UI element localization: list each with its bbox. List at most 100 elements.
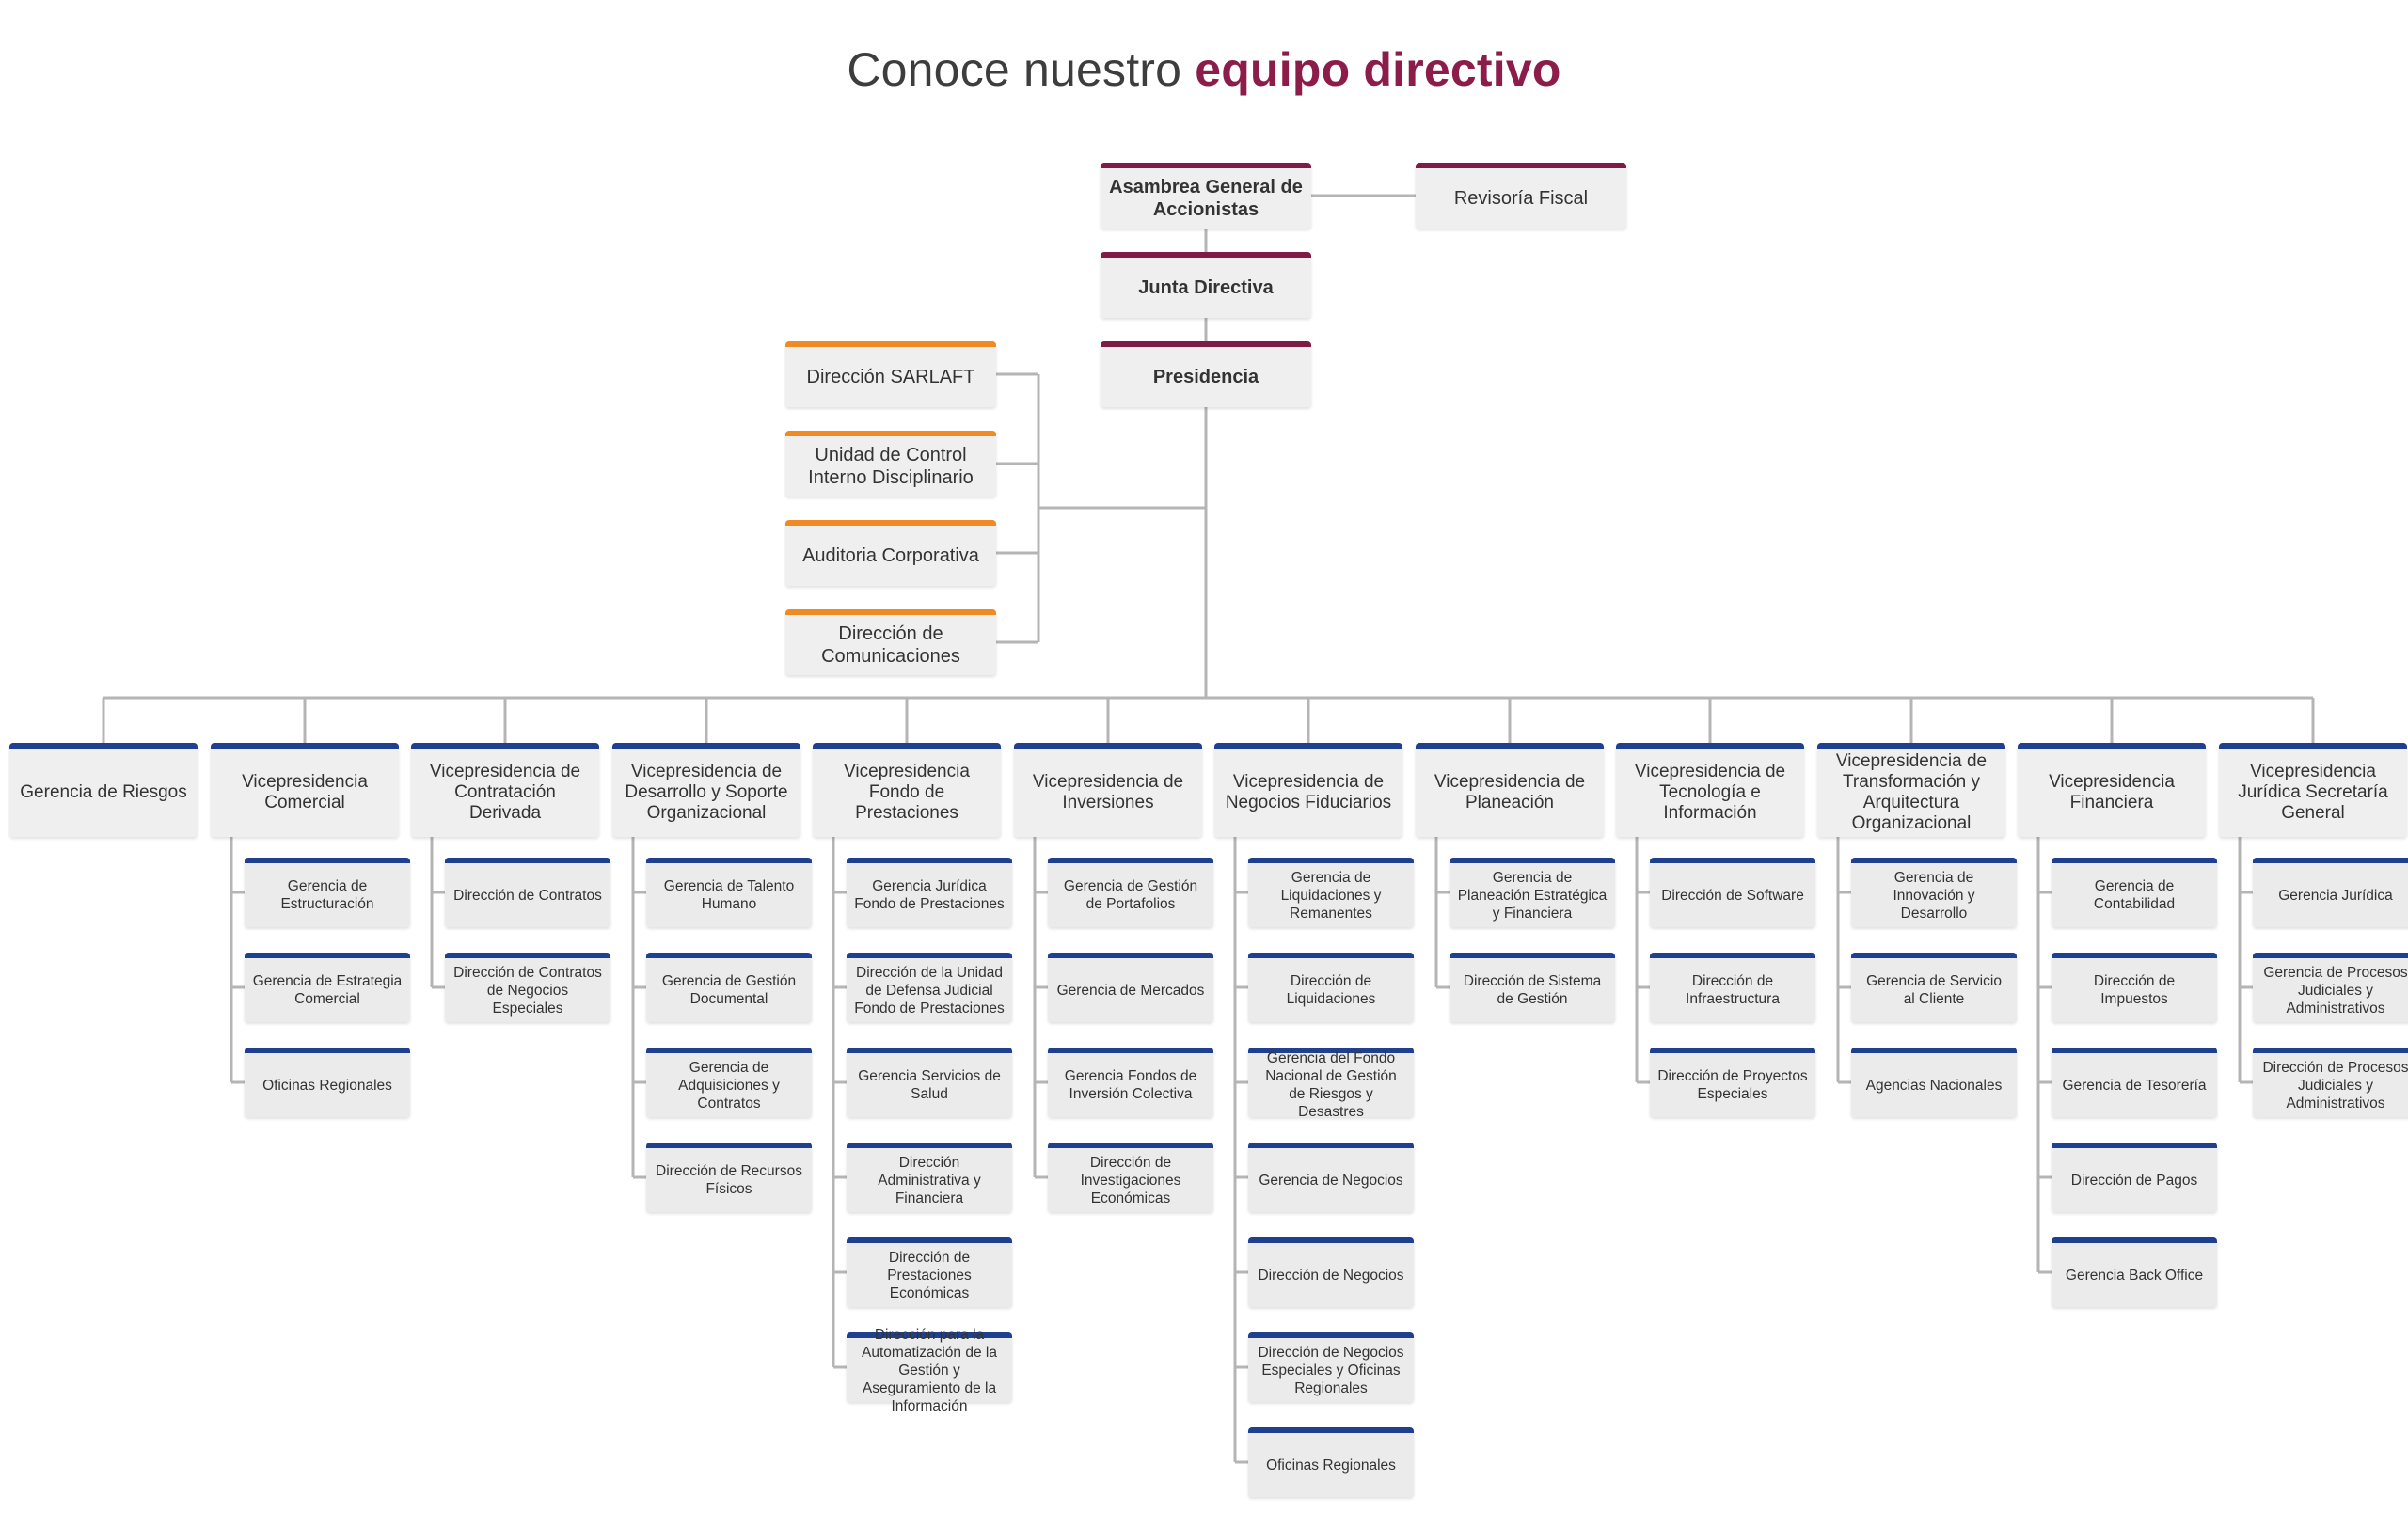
sub-label: Gerencia Back Office — [2065, 1267, 2204, 1284]
sub-box-direccion-para-la-automatizacion-de-la-gestion-y-aseguramiento-de-la-informacion: Dirección para la Automatización de la G… — [847, 1327, 1012, 1414]
sub-label: Gerencia Fondos de Inversión Colectiva — [1064, 1068, 1197, 1102]
sub-label: Dirección de Pagos — [2070, 1172, 2198, 1189]
sub-label: Gerencia de Liquidaciones y Remanentes — [1280, 869, 1382, 922]
staff-box-sarlaft: Dirección SARLAFT — [785, 341, 996, 407]
sub-box-gerencia-de-estrategia-comercial: Gerencia de Estrategia Comercial — [245, 953, 410, 1022]
staff-box-auditoria: Auditoria Corporativa — [785, 520, 996, 586]
unit-box-vicepresidencia-juridica-secretaria-general: Vicepresidencia Jurídica Secretaría Gene… — [2219, 743, 2407, 837]
sub-box-direccion-administrativa-y-financiera: Dirección Administrativa y Financiera — [847, 1143, 1012, 1212]
sub-box-direccion-de-infraestructura: Dirección de Infraestructura — [1650, 953, 1815, 1022]
sub-box-oficinas-regionales: Oficinas Regionales — [245, 1048, 410, 1117]
sub-box-gerencia-fondos-de-inversion-colectiva: Gerencia Fondos de Inversión Colectiva — [1048, 1048, 1213, 1117]
sub-box-gerencia-de-innovacion-y-desarrollo: Gerencia de Innovación y Desarrollo — [1851, 858, 2017, 927]
sub-box-direccion-de-la-unidad-de-defensa-judicial-fondo-de-prestaciones: Dirección de la Unidad de Defensa Judici… — [847, 953, 1012, 1022]
sub-label: Gerencia de Gestión de Portafolios — [1063, 878, 1198, 912]
unit-label: Vicepresidencia Jurídica Secretaría Gene… — [2238, 762, 2388, 823]
sub-label: Dirección Administrativa y Financiera — [878, 1154, 981, 1206]
sub-label: Gerencia de Innovación y Desarrollo — [1893, 869, 1975, 922]
sub-box-gerencia-de-servicio-al-cliente: Gerencia de Servicio al Cliente — [1851, 953, 2017, 1022]
sub-label: Gerencia Servicios de Salud — [858, 1068, 1001, 1102]
sub-box-gerencia-de-gestion-documental: Gerencia de Gestión Documental — [646, 953, 812, 1022]
sub-box-direccion-de-sistema-de-gestion: Dirección de Sistema de Gestión — [1450, 953, 1615, 1022]
sub-box-direccion-de-negocios: Dirección de Negocios — [1248, 1237, 1414, 1307]
unit-label: Vicepresidencia Comercial — [242, 772, 368, 812]
presidencia-box: Presidencia — [1101, 341, 1311, 407]
unit-label: Gerencia de Riesgos — [20, 782, 187, 802]
sub-label: Dirección de Impuestos — [2093, 973, 2176, 1007]
sub-box-direccion-de-contratos-de-negocios-especiales: Dirección de Contratos de Negocios Espec… — [445, 953, 610, 1022]
sub-box-gerencia-del-fondo-nacional-de-gestion-de-riesgos-y-desastres: Gerencia del Fondo Nacional de Gestión d… — [1248, 1048, 1414, 1120]
sub-label: Gerencia de Adquisiciones y Contratos — [678, 1059, 780, 1111]
sub-label: Gerencia de Estructuración — [280, 878, 374, 912]
unit-box-vicepresidencia-financiera: Vicepresidencia Financiera — [2018, 743, 2206, 837]
unit-box-gerencia-de-riesgos: Gerencia de Riesgos — [9, 743, 198, 837]
sub-box-gerencia-de-liquidaciones-y-remanentes: Gerencia de Liquidaciones y Remanentes — [1248, 858, 1414, 927]
sub-label: Gerencia de Mercados — [1056, 982, 1205, 999]
sub-label: Dirección de Recursos Físicos — [656, 1163, 802, 1197]
sub-box-oficinas-regionales: Oficinas Regionales — [1248, 1427, 1414, 1497]
unit-box-vicepresidencia-fondo-de-prestaciones: Vicepresidencia Fondo de Prestaciones — [813, 743, 1001, 837]
sub-box-gerencia-de-adquisiciones-y-contratos: Gerencia de Adquisiciones y Contratos — [646, 1048, 812, 1117]
sub-label: Dirección de Proyectos Especiales — [1657, 1068, 1808, 1102]
junta-box: Junta Directiva — [1101, 252, 1311, 318]
asamblea-box: Asambrea General de Accionistas — [1101, 163, 1311, 229]
sub-label: Dirección de Contratos de Negocios Espec… — [453, 964, 602, 1017]
page-title: Conoce nuestro equipo directivo — [0, 42, 2408, 97]
sub-label: Gerencia de Negocios — [1259, 1172, 1403, 1189]
sub-label: Gerencia de Contabilidad — [2093, 878, 2176, 912]
sub-box-gerencia-de-gestion-de-portafolios: Gerencia de Gestión de Portafolios — [1048, 858, 1213, 927]
sub-label: Gerencia de Servicio al Cliente — [1866, 973, 2002, 1007]
unit-label: Vicepresidencia de Planeación — [1434, 772, 1586, 812]
unit-box-vicepresidencia-de-contratacion-derivada: Vicepresidencia de Contratación Derivada — [411, 743, 599, 837]
sub-box-gerencia-de-mercados: Gerencia de Mercados — [1048, 953, 1213, 1022]
sub-box-gerencia-de-negocios: Gerencia de Negocios — [1248, 1143, 1414, 1212]
sub-label: Dirección de Contratos — [453, 887, 602, 904]
revisoria-box: Revisoría Fiscal — [1416, 163, 1626, 229]
sub-box-gerencia-de-talento-humano: Gerencia de Talento Humano — [646, 858, 812, 927]
sub-box-direccion-de-prestaciones-economicas: Dirección de Prestaciones Económicas — [847, 1237, 1012, 1307]
sub-box-direccion-de-recursos-fisicos: Dirección de Recursos Físicos — [646, 1143, 812, 1212]
unit-label: Vicepresidencia de Tecnología e Informac… — [1634, 762, 1786, 823]
sub-label: Dirección de Infraestructura — [1686, 973, 1780, 1007]
title-accent: equipo directivo — [1195, 43, 1561, 96]
sub-box-gerencia-juridica: Gerencia Jurídica — [2253, 858, 2408, 927]
sub-box-direccion-de-negocios-especiales-y-oficinas-regionales: Dirección de Negocios Especiales y Ofici… — [1248, 1332, 1414, 1402]
unit-label: Vicepresidencia de Desarrollo y Soporte … — [625, 762, 788, 823]
sub-label: Gerencia de Tesorería — [2062, 1077, 2207, 1094]
sub-label: Dirección de Investigaciones Económicas — [1080, 1154, 1181, 1206]
sub-label: Dirección de Liquidaciones — [1286, 973, 1376, 1007]
sub-label: Oficinas Regionales — [1266, 1457, 1396, 1474]
sub-label: Gerencia Jurídica Fondo de Prestaciones — [854, 878, 1005, 912]
unit-label: Vicepresidencia de Contratación Derivada — [429, 762, 581, 823]
sub-label: Dirección de Prestaciones Económicas — [887, 1249, 972, 1301]
sub-box-gerencia-juridica-fondo-de-prestaciones: Gerencia Jurídica Fondo de Prestaciones — [847, 858, 1012, 927]
unit-box-vicepresidencia-de-negocios-fiduciarios: Vicepresidencia de Negocios Fiduciarios — [1214, 743, 1402, 837]
sub-box-direccion-de-proyectos-especiales: Dirección de Proyectos Especiales — [1650, 1048, 1815, 1117]
sub-label: Dirección de la Unidad de Defensa Judici… — [854, 964, 1005, 1017]
sub-label: Gerencia de Estrategia Comercial — [252, 973, 403, 1007]
sub-box-direccion-de-contratos: Dirección de Contratos — [445, 858, 610, 927]
sub-box-gerencia-servicios-de-salud: Gerencia Servicios de Salud — [847, 1048, 1012, 1117]
sub-box-direccion-de-liquidaciones: Dirección de Liquidaciones — [1248, 953, 1414, 1022]
sub-box-direccion-de-procesos-judiciales-y-administrativos: Dirección de Procesos Judiciales y Admin… — [2253, 1048, 2408, 1117]
sub-label: Gerencia de Procesos Judiciales y Admini… — [2263, 964, 2408, 1017]
sub-box-direccion-de-pagos: Dirección de Pagos — [2052, 1143, 2217, 1212]
unit-label: Vicepresidencia Fondo de Prestaciones — [844, 762, 970, 823]
sub-box-gerencia-de-estructuracion: Gerencia de Estructuración — [245, 858, 410, 927]
sub-box-direccion-de-investigaciones-economicas: Dirección de Investigaciones Económicas — [1048, 1143, 1213, 1212]
unit-label: Vicepresidencia de Negocios Fiduciarios — [1225, 772, 1392, 812]
unit-label: Vicepresidencia de Inversiones — [1032, 772, 1184, 812]
staff-box-comunicaciones: Dirección de Comunicaciones — [785, 609, 996, 675]
sub-label: Gerencia Jurídica — [2278, 887, 2393, 904]
unit-box-vicepresidencia-comercial: Vicepresidencia Comercial — [211, 743, 399, 837]
sub-label: Gerencia de Talento Humano — [663, 878, 795, 912]
sub-box-gerencia-de-planeacion-estrategica-y-financiera: Gerencia de Planeación Estratégica y Fin… — [1450, 858, 1615, 927]
sub-label: Dirección de Software — [1661, 887, 1804, 904]
sub-label: Gerencia de Planeación Estratégica y Fin… — [1457, 869, 1608, 922]
sub-box-gerencia-de-contabilidad: Gerencia de Contabilidad — [2052, 858, 2217, 927]
sub-box-agencias-nacionales: Agencias Nacionales — [1851, 1048, 2017, 1117]
sub-box-gerencia-de-tesoreria: Gerencia de Tesorería — [2052, 1048, 2217, 1117]
sub-label: Dirección de Negocios — [1258, 1267, 1404, 1284]
sub-label: Gerencia del Fondo Nacional de Gestión d… — [1265, 1050, 1397, 1120]
